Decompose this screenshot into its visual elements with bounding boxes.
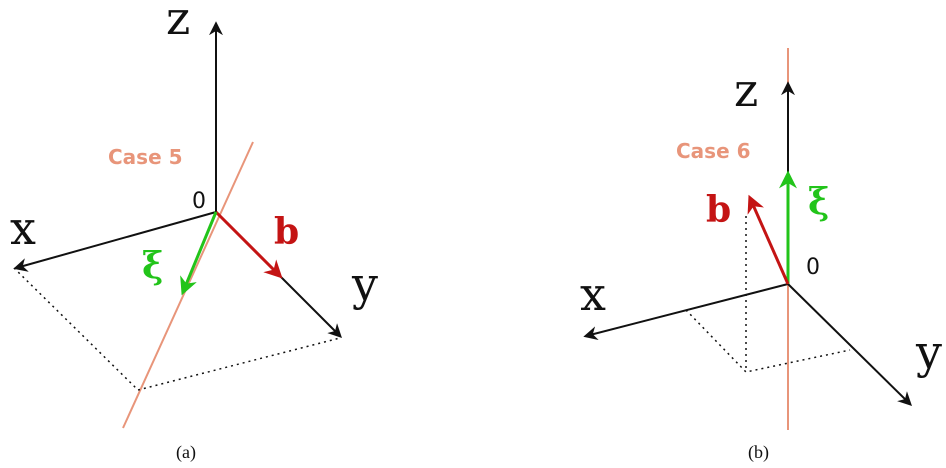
b-vector-a bbox=[214, 210, 283, 279]
b-vector-label-b: b bbox=[706, 189, 731, 231]
y-axis-label-b: y bbox=[915, 325, 942, 379]
xi-vector-label-a: ξ bbox=[142, 245, 163, 287]
caption-b: (b) bbox=[748, 442, 769, 463]
case-6-label: Case 6 bbox=[676, 139, 751, 163]
x-axis-label-a: x bbox=[10, 201, 36, 255]
x-axis-a bbox=[13, 211, 217, 272]
x-axis-label-b: x bbox=[580, 267, 606, 321]
z-axis-label-a: z bbox=[166, 0, 190, 45]
x-axis-b bbox=[583, 283, 789, 340]
xi-vector-label-b: ξ bbox=[808, 181, 829, 223]
panel-b: z x y 0 Case 6 b ξ (b) bbox=[580, 48, 942, 463]
origin-label-a: 0 bbox=[192, 189, 206, 214]
y-axis-b bbox=[787, 283, 912, 406]
y-axis-label-a: y bbox=[351, 257, 378, 311]
b-vector-b bbox=[747, 194, 790, 285]
projection-dotted-b bbox=[685, 309, 851, 373]
b-vector-label-a: b bbox=[274, 211, 299, 253]
projection-dotted-a bbox=[13, 267, 341, 391]
case-5-label: Case 5 bbox=[108, 145, 183, 169]
caption-a: (a) bbox=[176, 442, 196, 463]
xi-vector-a bbox=[180, 211, 218, 296]
origin-label-b: 0 bbox=[806, 255, 820, 280]
panel-a: z x y 0 Case 5 b ξ (a) bbox=[10, 0, 378, 463]
z-axis-label-b: z bbox=[734, 63, 758, 117]
